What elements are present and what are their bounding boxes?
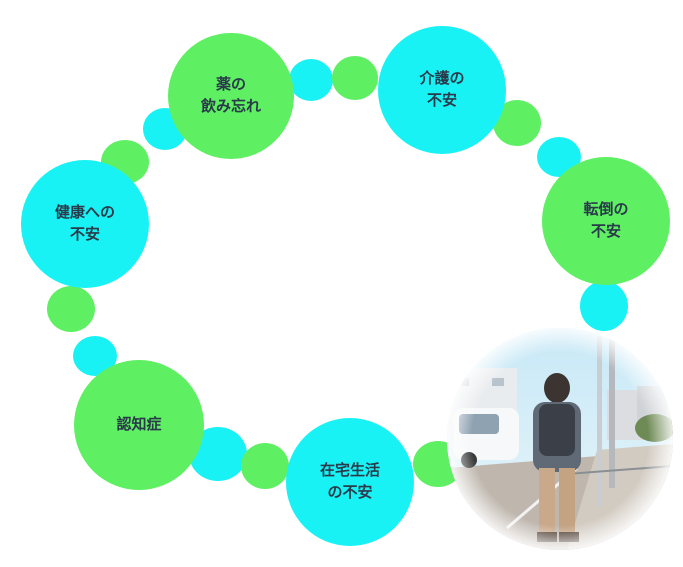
photo-elderly-walking <box>447 328 673 550</box>
node-home-living-anxiety: 在宅生活 の不安 <box>286 418 414 546</box>
node-care-anxiety: 介護の 不安 <box>378 26 506 154</box>
connector-dot <box>289 59 333 101</box>
connector-dot <box>47 286 95 332</box>
node-fall-anxiety: 転倒の 不安 <box>542 157 670 285</box>
connector-dot <box>580 281 628 331</box>
node-dementia: 認知症 <box>74 360 204 490</box>
connector-dot <box>332 56 378 100</box>
connector-dot <box>241 443 289 489</box>
node-medicine-forgetting: 薬の 飲み忘れ <box>168 33 294 159</box>
node-health-anxiety: 健康への 不安 <box>21 160 149 288</box>
